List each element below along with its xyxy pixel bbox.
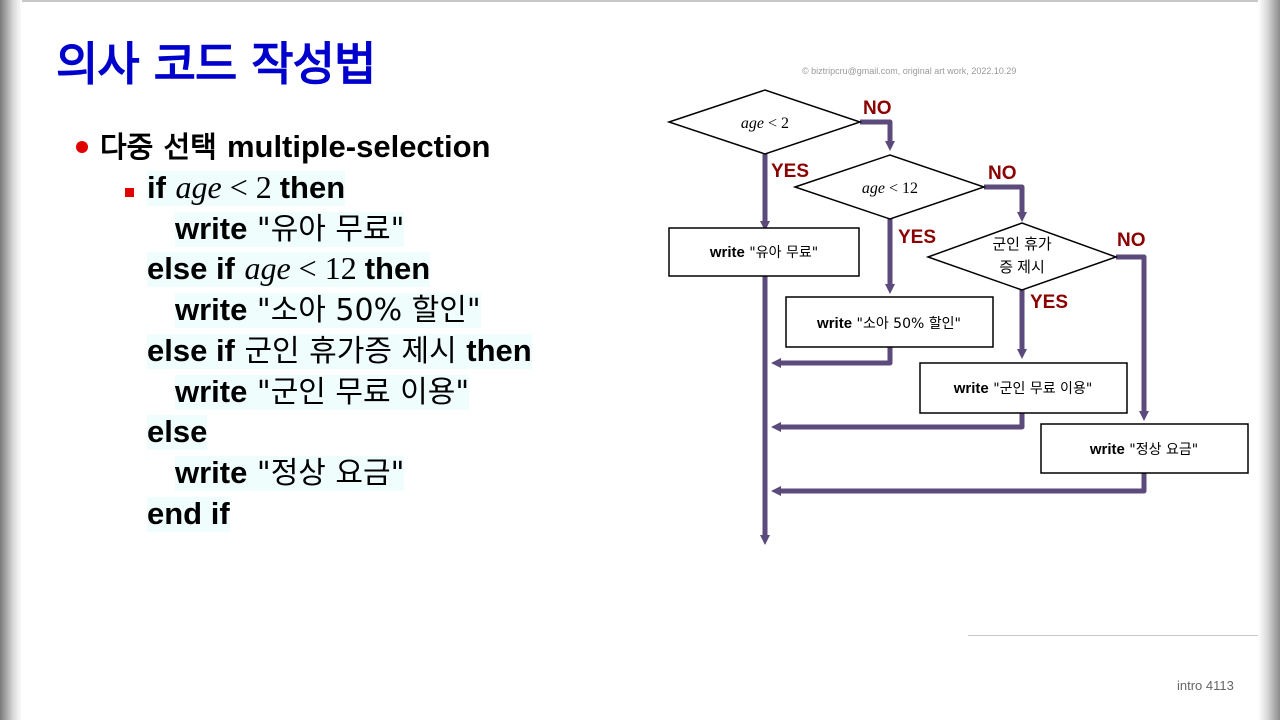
flow-d3-no-arrow bbox=[1116, 254, 1149, 421]
label-yes-3: YES bbox=[1030, 292, 1068, 313]
slide-top-border bbox=[22, 0, 1258, 2]
label-yes-2: YES bbox=[898, 227, 936, 248]
code-line-5: else if 군인 휴가증 제시 then bbox=[147, 332, 532, 369]
flow-return-box2 bbox=[771, 347, 893, 368]
decision-2-label: age < 12 bbox=[862, 180, 918, 197]
flow-return-box3 bbox=[771, 413, 1025, 432]
slide-title: 의사 코드 작성법 bbox=[56, 37, 376, 91]
decision-age-lt-12 bbox=[792, 154, 987, 220]
decision-3-line1: 군인 휴가 bbox=[992, 236, 1052, 253]
process-box-1 bbox=[668, 227, 860, 277]
flow-d1-no-arrow bbox=[860, 119, 895, 151]
bullet-ko: 다중 선택 bbox=[100, 130, 217, 164]
process-box-2 bbox=[785, 296, 994, 348]
code-line-1: if age < 2 then bbox=[147, 169, 346, 206]
box-4-label: write "정상 요금" bbox=[1089, 441, 1198, 458]
code-line-2: write "유아 무료" bbox=[175, 210, 405, 247]
slide-footer: intro 4113 bbox=[1177, 678, 1234, 693]
label-yes-1: YES bbox=[771, 161, 809, 182]
process-box-4 bbox=[1040, 423, 1249, 474]
flow-d2-no-arrow bbox=[984, 184, 1027, 222]
code-line-4: write "소아 50% 할인" bbox=[175, 292, 481, 329]
label-no-1: NO bbox=[863, 98, 892, 119]
code-line-8: write "정상 요금" bbox=[175, 454, 405, 491]
decision-military-id bbox=[925, 222, 1119, 291]
box-3-label: write "군인 무료 이용" bbox=[953, 380, 1093, 397]
bullet-en: multiple-selection bbox=[226, 129, 491, 164]
decision-1-label: age < 2 bbox=[741, 115, 789, 132]
box-1-label: write "유아 무료" bbox=[709, 244, 818, 261]
slide-left-edge bbox=[0, 0, 22, 720]
bullet-multiple-selection: 다중 선택 multiple-selection bbox=[76, 124, 490, 166]
code-line-7: else bbox=[147, 414, 208, 451]
footer-divider bbox=[968, 635, 1258, 636]
red-dot-bullet-icon bbox=[76, 141, 88, 153]
label-no-3: NO bbox=[1117, 230, 1146, 251]
decision-3-line2: 증 제시 bbox=[999, 259, 1045, 276]
process-box-3 bbox=[919, 362, 1128, 414]
code-line-3: else if age < 12 then bbox=[147, 250, 431, 288]
box-2-label: write "소아 50% 할인" bbox=[816, 315, 961, 332]
code-line-6: write "군인 무료 이용" bbox=[175, 373, 470, 410]
decision-age-lt-2 bbox=[666, 89, 863, 155]
label-no-2: NO bbox=[988, 163, 1017, 184]
code-line-9: end if bbox=[147, 495, 230, 532]
pseudocode-block: if age < 2 then write "유아 무료" else if ag… bbox=[147, 168, 532, 534]
red-square-bullet-icon bbox=[125, 188, 134, 197]
copyright-note: © biztripcru@gmail.com, original art wor… bbox=[802, 66, 1017, 76]
flow-return-box4 bbox=[771, 473, 1147, 496]
slide-right-edge bbox=[1258, 0, 1280, 720]
